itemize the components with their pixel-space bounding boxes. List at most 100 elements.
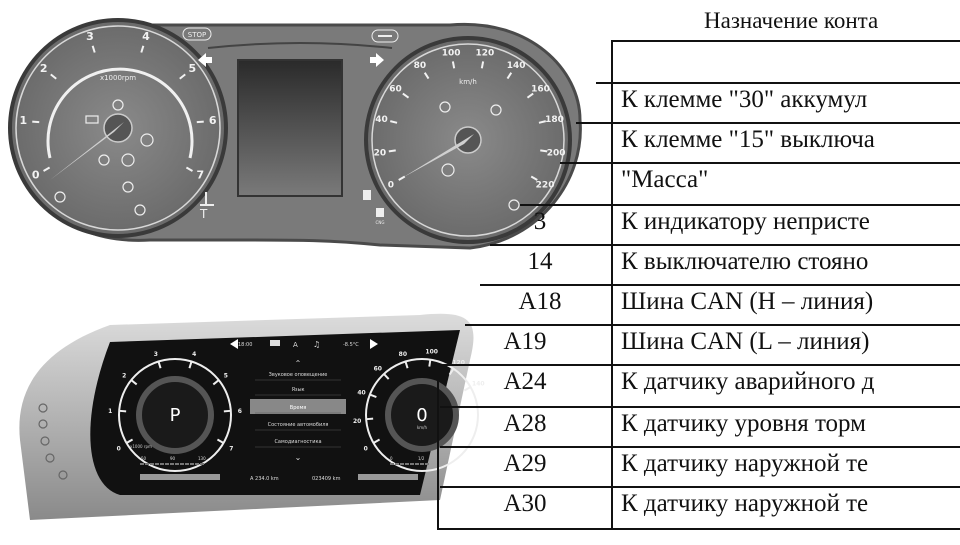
menu-item[interactable]: Состояние автомобиля [268, 422, 329, 428]
table-title: Назначение конта [704, 8, 879, 33]
description-cell: К датчику аварийного д [621, 368, 875, 395]
navigation-icon: A [293, 341, 298, 349]
gauge-tick [538, 120, 546, 124]
lamp-icon [134, 204, 146, 216]
gauge-tick [157, 361, 162, 369]
gauge-tick [530, 175, 538, 181]
rpm-unit: x1000 rpm [130, 444, 152, 449]
gauge-tick [216, 438, 224, 444]
gauge-tick [390, 120, 398, 124]
gauge-tick [212, 379, 220, 386]
cng-label: CNG [376, 220, 385, 225]
gauge-tick-label: 0 [32, 169, 40, 182]
right-turn-icon [370, 339, 378, 349]
car-icon [270, 340, 280, 346]
left-turn-icon [230, 339, 238, 349]
menu-item[interactable]: Язык [291, 387, 304, 393]
tacho-unit: x1000rpm [100, 74, 136, 82]
menu-highlight [250, 399, 346, 414]
gauge-tick-label: 80 [414, 61, 427, 71]
menu-item[interactable]: Самодиагностика [274, 439, 321, 445]
description-cell: К клемме "30" аккумул [621, 86, 868, 113]
right-turn-icon [370, 53, 384, 67]
gauge-tick-label: 60 [389, 84, 402, 94]
gauge-tick-label: 2 [122, 372, 126, 379]
seatbelt-icon [98, 154, 110, 166]
tpms-icon [58, 470, 68, 480]
gauge-tick-label: 140 [472, 381, 485, 388]
pin-cell: A30 [503, 490, 547, 517]
music-icon: ♫ [313, 340, 320, 349]
trip-meter: A 234.0 km [250, 476, 279, 482]
gauge-tick-label: 1 [19, 114, 27, 127]
gauge-tick [43, 166, 51, 172]
gauge-tick-label: 0 [117, 446, 121, 453]
gauge-tick-label: 6 [209, 114, 217, 127]
gauge-tick-label: 5 [224, 372, 228, 379]
gauge-tick-label: 100 [425, 349, 438, 356]
gauge-tick-label: 40 [375, 115, 388, 125]
description-cell: "Масса" [621, 166, 709, 193]
row-divider [490, 244, 960, 246]
gauge-tick [369, 393, 377, 399]
gauge-tick [188, 361, 193, 369]
temp-scale-90: 90 [170, 456, 176, 461]
row-divider [440, 364, 960, 366]
pin-cell: A28 [503, 410, 547, 437]
gauge-tick [32, 120, 40, 124]
gauge-tick [119, 409, 127, 413]
brake-system-icon [441, 163, 455, 177]
row-divider [560, 162, 960, 164]
gauge-tick-label: 120 [452, 359, 465, 366]
description-cell: К датчику наружной те [621, 490, 869, 517]
gauge-tick [366, 417, 374, 421]
gauge-tick [506, 72, 513, 80]
description-cell: К выключателю стояно [621, 248, 869, 275]
row-divider [440, 486, 960, 488]
center-display [237, 59, 343, 197]
gauge-tick [428, 359, 432, 367]
gauge-tick-label: 200 [547, 149, 566, 159]
gauge-tick-label: 7 [229, 446, 233, 453]
menu-up-icon: ⌃ [295, 359, 302, 368]
tpms-icon [508, 199, 520, 211]
gauge-tick-label: 20 [353, 418, 361, 425]
pin-cell: 14 [527, 248, 553, 275]
odometer: 023409 km [312, 476, 341, 482]
gauge-tick-label: 40 [357, 389, 365, 396]
gauge-tick-label: 3 [86, 30, 94, 43]
menu-item[interactable]: Звуковое оповещение [269, 372, 328, 378]
row-divider [576, 122, 960, 124]
temp-label: T [199, 207, 208, 221]
gauge-tick-label: 4 [192, 351, 196, 358]
gauge-tick-label: 4 [142, 30, 150, 43]
steering-icon [38, 403, 48, 413]
airbag-icon [490, 104, 502, 116]
row-divider [520, 204, 960, 206]
speed-unit: km/h [417, 425, 428, 430]
gauge-tick-label: 20 [374, 149, 387, 159]
settings-menu[interactable]: ⌃ Звуковое оповещениеЯзыкВремяСостояние … [250, 359, 346, 462]
description-cell: К датчику уровня торм [621, 410, 866, 437]
gauge-tick [388, 149, 396, 153]
parking-brake-icon [45, 453, 55, 463]
coolant-temp-icon [200, 192, 214, 206]
indicator-icons-row-right [358, 474, 418, 480]
gauge-tick [526, 92, 534, 99]
description-cell: К индикатору непристе [621, 208, 870, 235]
row-divider [596, 82, 960, 84]
row-divider [440, 406, 960, 408]
row-divider [465, 324, 960, 326]
pin-cell: A18 [518, 288, 562, 315]
gauge-tick-label: 6 [238, 408, 242, 415]
description-cell: К клемме "15" выключа [621, 126, 875, 153]
gauge-tick-label: 60 [374, 365, 382, 372]
headlight-icon [122, 181, 134, 193]
wrench-icon [371, 29, 399, 43]
gauge-tick [398, 175, 406, 181]
menu-item[interactable]: Время [290, 405, 306, 411]
brake-warning-icon [38, 419, 48, 429]
indicator-icons-row-left [140, 474, 220, 480]
